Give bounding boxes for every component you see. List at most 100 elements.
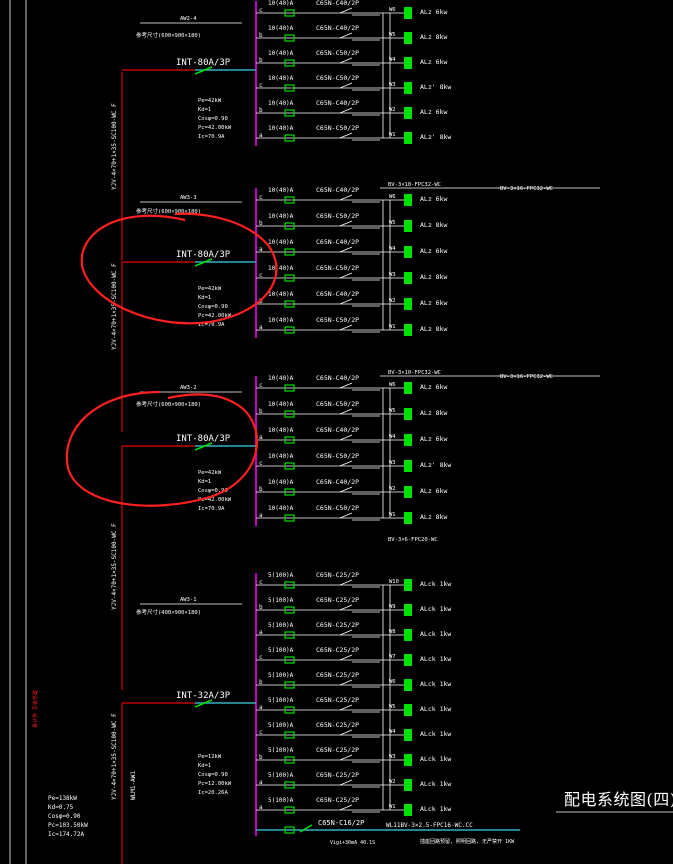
panel-4-circuit-rcd-label: 5(100)A: [268, 797, 294, 804]
panel-4-circuit-rcd-label: 5(100)A: [268, 572, 294, 579]
summary-param: Kd=0.75: [48, 804, 74, 811]
panel-2-circuit-load-block: [404, 194, 412, 206]
panel-4-circuit-load-label: ALck 1kw: [420, 705, 451, 713]
panel-2-circuit-phase: b: [259, 220, 263, 227]
panel-1-circuit-number: W6: [389, 7, 396, 13]
panel-2-circuit-number: W5: [389, 220, 396, 226]
panel-1-circuit-phase: a: [259, 132, 263, 139]
panel-2-circuit-number: W4: [389, 246, 396, 252]
panel-2-circuit-number: W3: [389, 272, 396, 278]
panel-3-circuit-load-block: [404, 512, 412, 524]
panel-4-circuit-load-block: [404, 579, 412, 591]
panel-3-circuit-rcd-label: 10(40)A: [268, 505, 294, 512]
panel-1-circuit-phase: b: [259, 32, 263, 39]
panel-3-circuit-load-block: [404, 408, 412, 420]
panel-3-circuit-phase: a: [259, 434, 263, 441]
panel-1-circuit-switch: [339, 107, 353, 114]
panel-3-circuit-rcd-label: 10(40)A: [268, 401, 294, 408]
panel-4-circuit-switch: [339, 654, 353, 661]
panel-1-circuit-rcd-label: 10(40)A: [268, 100, 294, 107]
panel-2-circuit-rcd-box: [284, 222, 295, 230]
margin-note: 建设单位 设计者: [31, 690, 38, 728]
panel-1-circuit-breaker-label: C65N-C40/2P: [316, 0, 359, 7]
panel-1-circuit-breaker-label: C65N-C50/2P: [316, 74, 359, 82]
panel-2-circuit-breaker-label: C65N-C40/2P: [316, 290, 359, 298]
panel-1-circuit-number: W3: [389, 82, 396, 88]
panel-3-circuit-switch: [339, 434, 353, 441]
panel-1-dims: 参考尺寸(600×900×180): [136, 31, 201, 39]
panel-1-circuit-switch: [339, 132, 353, 139]
panel-3-circuit-load-label: ALz 6kw: [420, 383, 447, 391]
panel-3-circuit-rcd-label: 10(40)A: [268, 375, 294, 382]
panel-3-circuit-number: W6: [389, 382, 396, 388]
panel-4-circuit-rcd-label: 5(100)A: [268, 722, 294, 729]
panel-3-param: Pe=42kW: [198, 470, 222, 476]
panel-1-circuit-breaker-label: C65N-C50/2P: [316, 124, 359, 132]
panel-3-circuit-switch: [339, 408, 353, 415]
panel-1-param: Pc=42.00kW: [198, 125, 232, 131]
panel-4-circuit-phase: b: [259, 754, 263, 761]
panel-4-circuit-breaker-label: C65N-C25/2P: [316, 721, 359, 729]
panel-1-circuit-number: W4: [389, 57, 396, 63]
panel-4-circuit-breaker-label: C65N-C25/2P: [316, 646, 359, 654]
panel-2-circuit-load-label: ALz 8kw: [420, 221, 447, 229]
panel-2-circuit-rcd-box: [284, 300, 295, 308]
panel-1-circuit-phase: b: [259, 57, 263, 64]
panel-1-circuit-phase: b: [259, 107, 263, 114]
panel-4-circuit-rcd-box: [284, 706, 295, 714]
panel-4-dims: 参考尺寸(400×900×180): [136, 608, 201, 616]
panel-2-circuit-switch: [339, 324, 353, 331]
panel-4-circuit-load-block: [404, 604, 412, 616]
panel-4-circuit-switch: [339, 579, 353, 586]
panel-1-circuit-rcd-label: 10(40)A: [268, 75, 294, 82]
panel-2-main-breaker-symbol: [194, 258, 213, 267]
panel-4-param: Kd=1: [198, 763, 211, 769]
panel-4-circuit-phase: a: [259, 629, 263, 636]
panel-4-circuit-load-label: ALck 1kw: [420, 630, 451, 638]
main-feeder-label: WLM1-AW1: [130, 771, 137, 800]
panel-2-circuit-switch: [339, 194, 353, 201]
panel-2-box-code: AW3-3: [180, 195, 197, 201]
panel-2-circuit-load-label: ALz 6kw: [420, 299, 447, 307]
panel-1-circuit-load-block: [404, 82, 412, 94]
panel-3-dims: 参考尺寸(600×900×180): [136, 400, 201, 408]
panel-4-circuit-switch: [339, 629, 353, 636]
panel-4-riser-label: YJV-4×70+1×35-SC100-WC F: [111, 713, 118, 800]
panel-3-circuit-number: W3: [389, 460, 396, 466]
panel-4-circuit-breaker-label: C65N-C25/2P: [316, 746, 359, 754]
panel-2-circuit-load-label: ALz 8kw: [420, 273, 447, 281]
panel-4-circuit-load-block: [404, 754, 412, 766]
panel-4-box-code: AW3-1: [180, 597, 197, 603]
panel-4-circuit-rcd-box: [284, 681, 295, 689]
panel-1-main-breaker-symbol: [194, 66, 213, 75]
panel-3-circuit-breaker-label: C65N-C50/2P: [316, 504, 359, 512]
panel-3-param: Cosφ=0.90: [198, 488, 228, 494]
panel-2-circuit-load-block: [404, 220, 412, 232]
panel-2-circuit-load-label: ALz 6kw: [420, 195, 447, 203]
panel-1-circuit-phase: c: [259, 7, 263, 14]
panel-2-circuit-rcd-label: 10(40)A: [268, 265, 294, 272]
panel-3-circuit-breaker-label: C65N-C50/2P: [316, 452, 359, 460]
panel-1-circuit-rcd-label: 10(40)A: [268, 50, 294, 57]
panel-4-circuit-switch: [339, 754, 353, 761]
panel-1-circuit-switch: [339, 82, 353, 89]
panel-2-circuit-load-label: ALz 6kw: [420, 247, 447, 255]
panel-4-circuit-number: W7: [389, 654, 396, 660]
panel-1-circuit-rcd-box: [284, 109, 295, 117]
panel-1-circuit-load-block: [404, 32, 412, 44]
panel-3-riser-label: YJV-4×70+1×35-SC100-WC F: [111, 523, 118, 610]
panel-2-circuit-load-block: [404, 298, 412, 310]
panel-2-circuit-load-block: [404, 324, 412, 336]
panel-2-circuit-switch: [339, 220, 353, 227]
panel-4-circuit-rcd-box: [284, 631, 295, 639]
panel-1-main-breaker-label: INT-80A/3P: [176, 58, 231, 68]
summary-param: Ic=174.72A: [48, 831, 85, 838]
panel-2-dims: 参考尺寸(600×900×180): [136, 207, 201, 215]
panel-4-circuit-rcd-box: [284, 806, 295, 814]
panel-4-circuit-number: W9: [389, 604, 396, 610]
panel-4-param: Cosφ=0.90: [198, 772, 228, 778]
panel-4-circuit-phase: a: [259, 704, 263, 711]
panel-3-circuit-rcd-box: [284, 384, 295, 392]
panel-2-circuit-rcd-box: [284, 248, 295, 256]
